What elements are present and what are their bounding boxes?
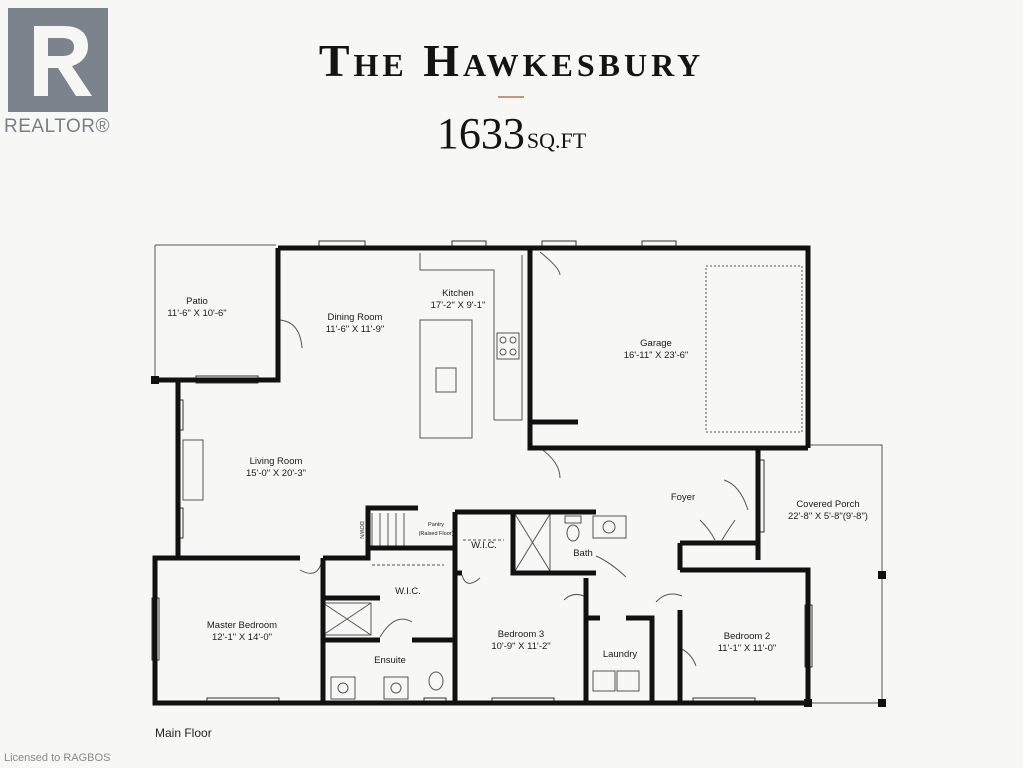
porch-posts bbox=[151, 376, 886, 707]
porch-name: Covered Porch bbox=[796, 499, 859, 510]
title-divider bbox=[498, 96, 524, 98]
stairs-label: DOWN bbox=[358, 521, 364, 538]
bed3-name: Bedroom 3 bbox=[498, 629, 544, 640]
walls bbox=[152, 245, 811, 706]
foyer-name: Foyer bbox=[671, 492, 695, 503]
bed3-dims: 10'-9" X 11'-2" bbox=[491, 641, 550, 652]
master-dims: 12'-1" X 14'-0" bbox=[212, 632, 272, 643]
kitchen-dims: 17'-2" X 9'-1" bbox=[431, 300, 486, 311]
garage-dims: 16'-11" X 23'-6" bbox=[624, 350, 689, 361]
bath-name: Bath bbox=[573, 548, 593, 559]
kitchen-name: Kitchen bbox=[442, 288, 474, 299]
license-text: Licensed to RAGBOS bbox=[4, 752, 111, 764]
porch-dims: 22'-8" X 5'-8"(9'-8") bbox=[788, 511, 868, 522]
dining-name: Dining Room bbox=[328, 312, 383, 323]
sqft-value: 1633 bbox=[436, 109, 525, 158]
plan-title: The Hawkesbury bbox=[318, 35, 705, 86]
realtor-logo-text: REALTOR® bbox=[4, 116, 110, 137]
square-footage: 1633SQ.FT bbox=[0, 108, 1023, 159]
patio-dims: 11'-6" X 10'-6" bbox=[167, 308, 226, 319]
master-name: Master Bedroom bbox=[207, 620, 277, 631]
bed2-name: Bedroom 2 bbox=[724, 631, 770, 642]
dining-dims: 11'-6" X 11'-9" bbox=[326, 324, 385, 335]
realtor-logo bbox=[8, 8, 108, 112]
pantry-name: Pantry bbox=[428, 522, 444, 528]
living-dims: 15'-0" X 20'-3" bbox=[246, 468, 306, 479]
thin-lines bbox=[154, 244, 883, 704]
living-name: Living Room bbox=[250, 456, 303, 467]
ensuite-name: Ensuite bbox=[374, 655, 406, 666]
bed2-dims: 11'-1" X 11'-0" bbox=[718, 643, 777, 654]
sqft-unit: SQ.FT bbox=[526, 128, 587, 153]
patio-name: Patio bbox=[186, 296, 208, 307]
floor-label: Main Floor bbox=[155, 726, 212, 740]
wic-master-name: W.I.C. bbox=[395, 586, 421, 597]
pantry-note: (Raised Floor) bbox=[419, 531, 454, 537]
garage-name: Garage bbox=[640, 338, 672, 349]
laundry-name: Laundry bbox=[603, 649, 638, 660]
wic-hall-name: W.I.C. bbox=[471, 540, 497, 551]
